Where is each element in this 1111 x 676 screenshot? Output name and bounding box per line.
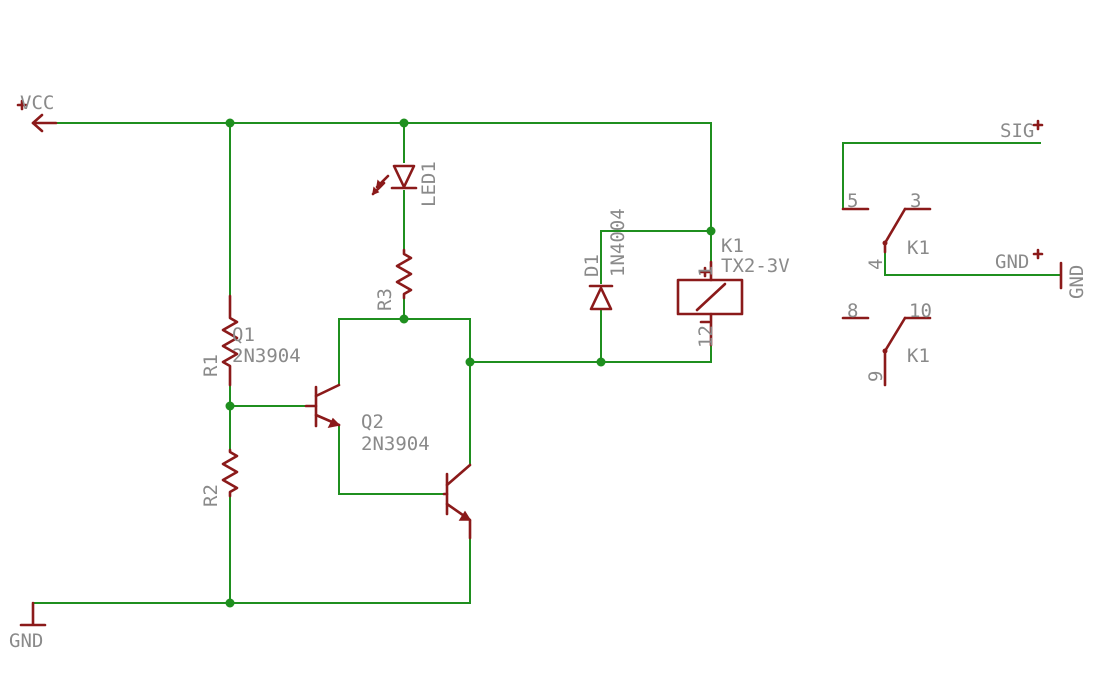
sig-wire (842, 142, 1041, 209)
gnd-rail-wire (33, 538, 471, 604)
pin-4-label: 4 (865, 259, 887, 270)
k1-contact-set-1 (841, 207, 932, 254)
labels: VCC GND SIG GND GND R1 R2 R3 LED1 Q1 2N3… (9, 92, 1088, 652)
q1-transistor (304, 383, 341, 429)
sig-label: SIG (1000, 120, 1034, 142)
pin-8-label: 8 (847, 300, 858, 322)
pin-12-label: 12 (695, 325, 717, 348)
pin-3-label: 3 (910, 190, 921, 212)
pin-1-label: 1 (695, 266, 717, 277)
junction-dot (225, 118, 235, 128)
vcc-rail-wire (38, 122, 712, 231)
junction-dot (465, 357, 475, 367)
gnd-relay-label: GND (995, 251, 1029, 273)
gnd-left-symbol (19, 601, 47, 627)
vcc-label: VCC (20, 92, 54, 114)
junction-dot (706, 226, 716, 236)
q1-value-label: 2N3904 (232, 345, 301, 367)
pin-9-label: 9 (865, 371, 887, 382)
junction-dot (596, 357, 606, 367)
q2-transistor (442, 463, 472, 540)
d1-value-label: 1N4004 (607, 208, 629, 277)
diode-top-wire (600, 230, 711, 284)
q2-value-label: 2N3904 (361, 433, 430, 455)
junction-dot (225, 401, 235, 411)
d1-name-label: D1 (581, 254, 603, 277)
junction-dot (399, 118, 409, 128)
relay-gnd-wire (884, 250, 1061, 276)
vcc-symbol (31, 113, 58, 133)
d1-diode (588, 284, 614, 311)
gnd-plus-icon (1032, 248, 1044, 260)
r1-resistor (221, 294, 239, 387)
led1-label: LED1 (418, 161, 440, 207)
pin-10-label: 10 (909, 300, 932, 322)
r1-label: R1 (200, 354, 222, 377)
k1-contact2-label: K1 (907, 345, 930, 367)
k1-value-label: TX2-3V (721, 255, 790, 277)
junction-dot (399, 314, 409, 324)
collector-to-coil-wire (470, 345, 712, 363)
k1-contact-set-2 (841, 316, 932, 387)
r3-label: R3 (374, 288, 396, 311)
q1-name-label: Q1 (232, 324, 255, 346)
gnd-right-label: GND (1066, 265, 1088, 299)
vcc-plus-icon (16, 99, 28, 111)
k1-contact1-label: K1 (907, 237, 930, 259)
q1-emitter-q2-base-wire (338, 425, 444, 495)
r2-label: R2 (200, 484, 222, 507)
wires (33, 122, 1061, 604)
k1-coil (676, 260, 744, 347)
gnd-left-label: GND (9, 630, 43, 652)
q2-name-label: Q2 (361, 411, 384, 433)
r3-resistor (395, 248, 413, 300)
k1-name-label: K1 (721, 235, 744, 257)
sig-plus-icon (1032, 119, 1044, 131)
pin-5-label: 5 (847, 190, 858, 212)
junctions (225, 118, 716, 608)
junction-dot (225, 598, 235, 608)
r2-resistor (221, 448, 239, 498)
led1-symbol (371, 164, 418, 196)
